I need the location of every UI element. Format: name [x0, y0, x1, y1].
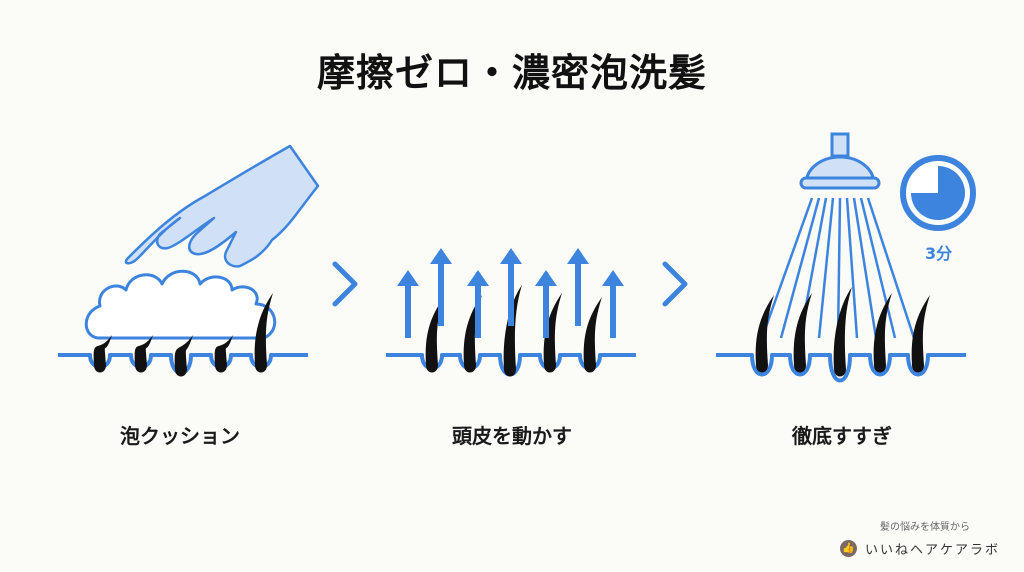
- hair-strand: [911, 295, 930, 373]
- timer-label: 3分: [925, 244, 953, 263]
- water-streams: [760, 197, 916, 339]
- thumbs-up-icon: 👍: [840, 540, 857, 557]
- hair-strand: [833, 287, 852, 377]
- hair-strand: [503, 285, 522, 377]
- scalp-line: [716, 353, 966, 383]
- hair-strand: [583, 297, 602, 373]
- up-arrow-head: [500, 248, 522, 264]
- water-stream: [866, 197, 916, 339]
- water-stream: [852, 197, 878, 339]
- water-stream: [760, 197, 814, 339]
- brand-logo: 髪の悩みを体質から 👍 いいねヘアケアラボ: [840, 518, 1020, 558]
- hair-strand: [174, 335, 193, 377]
- step-arrow-2: [662, 261, 688, 307]
- water-stream: [817, 197, 835, 339]
- hair-strand: [134, 335, 153, 373]
- shower-head-rim: [799, 176, 881, 190]
- water-stream: [859, 197, 897, 339]
- shower-pipe: [830, 132, 850, 158]
- step-label-thorough-rinse: 徹底すすぎ: [792, 424, 892, 448]
- step-label-foam-cushion: 泡クッション: [120, 424, 240, 448]
- water-stream: [836, 197, 842, 339]
- move-scalp-illustration: [386, 248, 636, 377]
- brand-name: いいねヘアケアラボ: [865, 543, 1001, 558]
- hair-strand: [214, 335, 233, 373]
- foam-cushion-illustration: [58, 144, 320, 377]
- hair-strand: [793, 293, 812, 373]
- up-arrow-head: [567, 248, 589, 264]
- hair-strand: [425, 297, 444, 373]
- foam-cloud-icon: [84, 269, 277, 340]
- up-arrow-head: [602, 270, 624, 286]
- hand-icon: [124, 144, 320, 268]
- up-arrow-head: [430, 248, 452, 264]
- up-arrow-head: [397, 270, 419, 286]
- up-arrow-head: [467, 270, 489, 286]
- hair-strand: [873, 293, 892, 373]
- page-title: 摩擦ゼロ・濃密泡洗髪: [316, 51, 707, 95]
- hair-strand: [755, 295, 774, 373]
- hair-strand: [463, 295, 482, 373]
- hair-strand: [93, 335, 112, 373]
- step-label-move-scalp: 頭皮を動かす: [452, 424, 572, 448]
- water-stream: [845, 197, 859, 339]
- rinse-illustration: [332, 132, 976, 383]
- water-stream: [779, 197, 821, 339]
- timer-icon: [900, 155, 976, 231]
- up-arrow-head: [535, 270, 557, 286]
- brand-tagline: 髪の悩みを体質から: [880, 522, 970, 533]
- hair-strand: [543, 293, 562, 373]
- hair-strand: [254, 293, 273, 373]
- step-arrow-1: [332, 261, 358, 307]
